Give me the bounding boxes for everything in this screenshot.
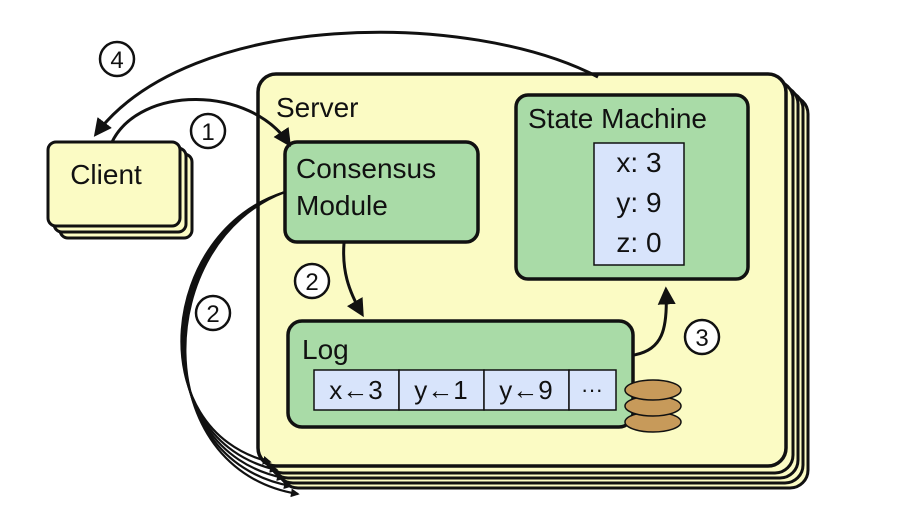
arrow-request [110,98,291,148]
disk-1 [624,379,682,401]
step-circle-4: 4 [98,40,136,78]
state-var-y: y: 9 [616,187,661,218]
disk-stack-icon [624,379,682,433]
step-2-local-label: 2 [305,269,318,296]
log-entry-cell-1 [313,369,400,411]
log-entry-2: y←1 [414,375,467,405]
step-circle-2-peers: 2 [194,294,232,332]
step-2-peers-ring [194,294,232,332]
arrow-reply [93,30,599,137]
log-entry-1: x←3 [329,375,382,405]
arrow-apply [633,286,676,357]
step-1-label: 1 [201,119,214,146]
client-box [46,140,182,228]
state-variables-box [593,142,685,266]
server-label: Server [276,92,358,123]
log-entry-ellipsis: ··· [581,377,603,402]
state-var-x: x: 3 [616,147,661,178]
step-circle-2-local: 2 [293,262,331,300]
step-4-ring [98,40,136,78]
arrow-append-log [342,242,364,318]
state-machine-title: State Machine [528,103,707,134]
step-3-ring [683,318,721,356]
log-entry-cell-3 [483,369,570,411]
step-2-peers-label: 2 [206,301,219,328]
client-stack: Client [46,140,194,240]
arrow-replicate-peer-5 [184,190,300,498]
log: Log x←3 y←1 y←9 ··· [286,319,635,429]
log-entry-3: y←9 [499,375,552,405]
log-entry-cell-2 [398,369,485,411]
arrow-replicate-peers [180,190,300,498]
step-4-label: 4 [110,47,123,74]
log-title: Log [302,334,349,365]
step-circle-1: 1 [189,112,227,150]
state-var-z: z: 0 [616,227,661,258]
consensus-module: Consensus Module [283,140,480,244]
step-3-label: 3 [695,325,708,352]
step-2-local-ring [293,262,331,300]
log-entry-cell-4 [568,369,617,411]
state-machine: State Machine x: 3 y: 9 z: 0 [514,93,750,281]
step-1-ring [189,112,227,150]
consensus-label-line1: Consensus [296,153,436,184]
client-label: Client [70,159,142,190]
consensus-label-line2: Module [296,190,388,221]
step-circle-3: 3 [683,318,721,356]
